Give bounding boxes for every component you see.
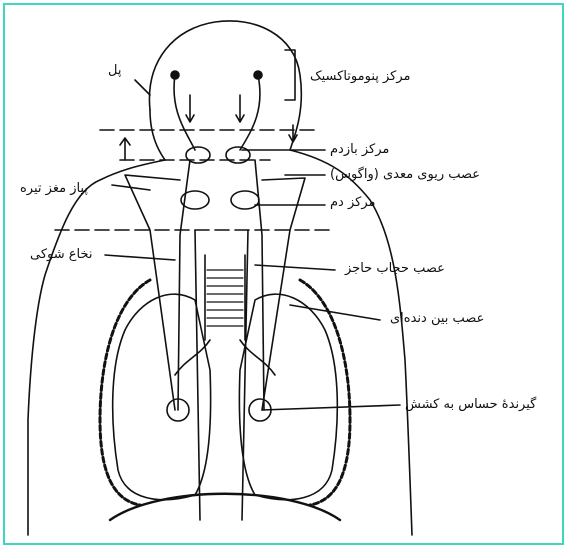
head-back-outline (150, 110, 165, 160)
nerve-left-1 (178, 160, 190, 410)
label-medulla: پیاز مغز تیره (20, 182, 88, 195)
label-inspiratory-center: مرکز دم (330, 196, 375, 209)
label-pneumotaxic-center: مرکز پنوموتاکسیک (310, 70, 411, 83)
leader-phrenic (255, 265, 335, 270)
nerve-right-1 (255, 160, 264, 410)
label-vagus-nerve: عصب ریوی معدی (واگوس) (330, 168, 480, 181)
label-spinal-cord: نخاع شوکی (30, 248, 93, 261)
label-phrenic-nerve: عصب حجاب حاجز (345, 262, 445, 275)
leader-intercostal (290, 305, 380, 320)
label-expiratory-center: مرکز بازدم (330, 143, 389, 156)
phrenic-left (195, 230, 200, 520)
right-lung (239, 294, 337, 500)
rib-cage-left (100, 280, 150, 505)
label-pons: پل (108, 64, 121, 77)
label-intercostal-nerve: عصب بین دنده‌ای (390, 312, 484, 325)
leader-stretch (262, 405, 400, 410)
bronchi (175, 340, 275, 375)
trachea (205, 255, 245, 340)
label-stretch-receptor: گیرندهٔ حساس به کشش (405, 398, 536, 411)
trachea-rings (207, 270, 243, 326)
leader-pons (135, 80, 150, 95)
leader-spinal (105, 255, 175, 260)
